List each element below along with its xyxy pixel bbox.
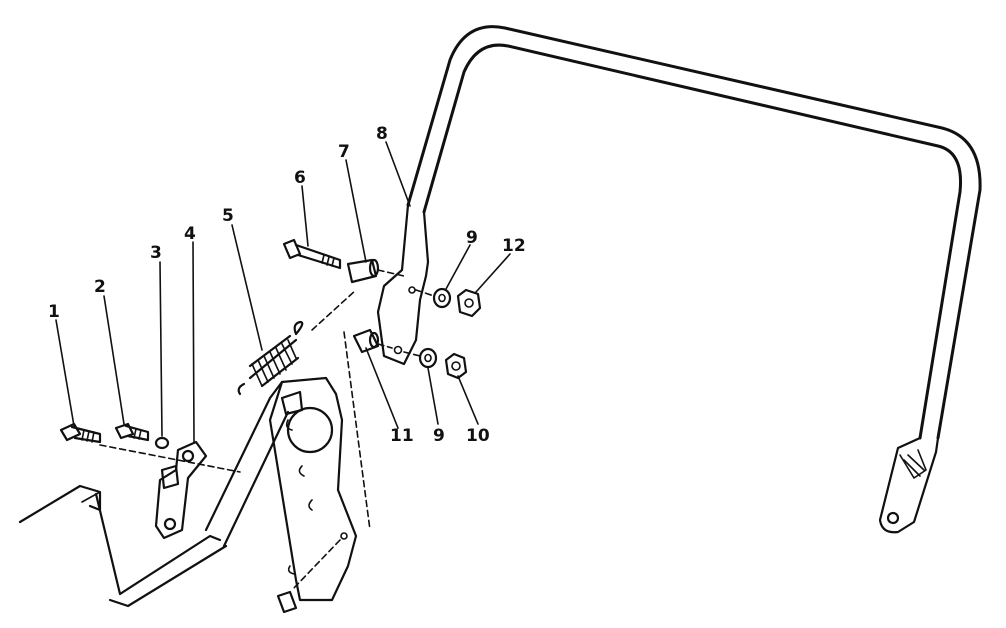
nut-part-10 [444, 352, 468, 380]
callout-6: 6 [294, 168, 306, 188]
leader-lines [55, 141, 511, 443]
callout-10: 10 [466, 426, 490, 446]
callout-11: 11 [390, 426, 414, 446]
bolt-part-1 [59, 422, 102, 444]
washer-part-9-lower [418, 347, 438, 369]
spring-part-5 [237, 320, 304, 396]
assembly-centerlines [99, 269, 435, 591]
callout-12: 12 [502, 236, 526, 256]
washer-part-3 [154, 436, 170, 450]
spacer-part-7 [346, 258, 380, 284]
callout-9-upper: 9 [466, 228, 478, 248]
mounting-plate [268, 376, 358, 614]
callout-2: 2 [94, 277, 106, 297]
lever-bracket-part-4 [154, 440, 208, 540]
callout-labels: 1 2 3 4 5 6 7 8 9 12 11 9 10 [48, 124, 526, 446]
callout-9-lower: 9 [433, 426, 445, 446]
callout-7: 7 [338, 142, 350, 162]
bolt-part-6 [282, 238, 342, 270]
frame-partial [18, 380, 290, 608]
callout-4: 4 [184, 224, 196, 244]
spacer-part-11 [352, 328, 380, 354]
handle-bar-part [376, 25, 982, 534]
callout-3: 3 [150, 243, 162, 263]
callout-1: 1 [48, 302, 60, 322]
bolt-part-2 [114, 422, 150, 442]
callout-5: 5 [222, 206, 234, 226]
callout-8: 8 [376, 124, 388, 144]
washer-part-9-upper [432, 287, 452, 309]
nut-part-12 [456, 288, 482, 318]
